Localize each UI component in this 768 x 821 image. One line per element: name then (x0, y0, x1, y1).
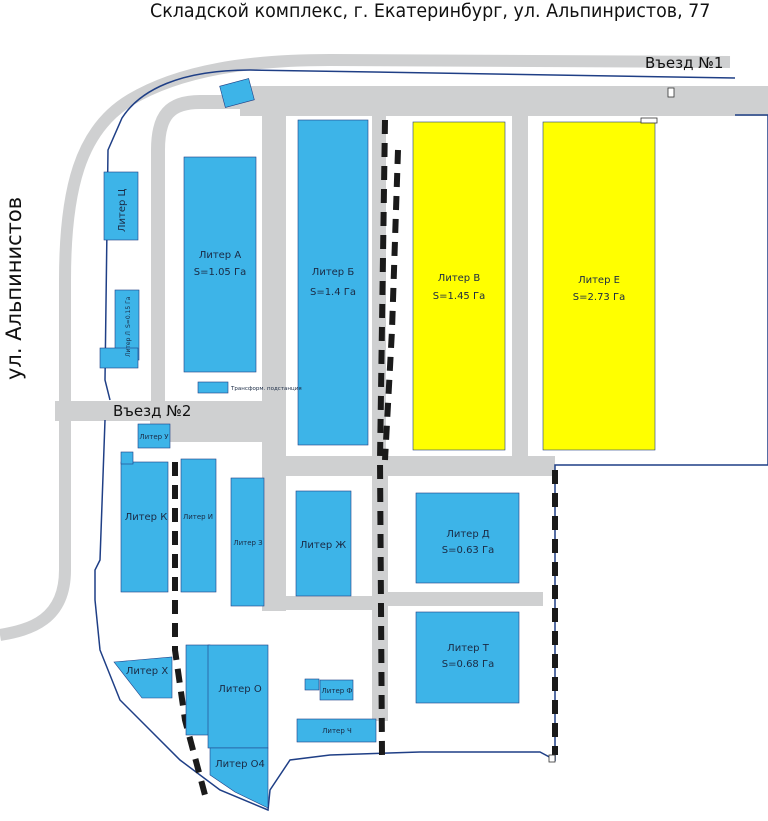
railway-branch (382, 149, 401, 461)
label-lit-z: Литер З (233, 539, 263, 547)
building-lit-e (542, 121, 656, 451)
building-lit-zh (295, 490, 352, 597)
site-boundary (94, 69, 768, 812)
building-lit-ch (296, 718, 377, 743)
entry1-label: Въезд №1 (645, 54, 723, 72)
label-transformer: Трансформ. подстанция (230, 386, 302, 392)
railway-main (376, 119, 388, 756)
building-lit-i (180, 458, 217, 593)
railway-left (172, 462, 208, 796)
label-lit-l-area: S=0.15 Га (125, 296, 132, 328)
building-lit-d (415, 492, 520, 584)
road-h-low2 (388, 592, 543, 606)
label-lit-k: Литер К (125, 512, 168, 523)
label-lit-t: Литер Т (447, 643, 490, 654)
label-lit-e-area: S=2.73 Га (573, 292, 625, 303)
label-lit-a-area: S=1.05 Га (194, 267, 246, 278)
label-lit-d-area: S=0.63 Га (442, 545, 494, 556)
building-lit-t (415, 611, 520, 704)
building-lit-b (297, 119, 369, 446)
railways (172, 119, 558, 796)
gate-marks (548, 87, 675, 763)
road-h-low (270, 596, 380, 610)
road-entry2 (55, 401, 270, 421)
building-lit-o4 (209, 747, 269, 809)
building-labels: Литер Ц Литер Л S=0.15 Га Литер А S=1.05… (117, 188, 625, 770)
entry2-label: Въезд №2 (113, 402, 191, 420)
building-lit-z (230, 477, 265, 607)
label-lit-b: Литер Б (312, 267, 355, 278)
label-lit-b-area: S=1.4 Га (310, 287, 356, 298)
gate-mark-2 (640, 117, 658, 124)
label-lit-l: Литер Л (125, 331, 132, 357)
building-lit-k (120, 461, 169, 593)
building-lit-u (137, 423, 171, 449)
label-lit-ts: Литер Ц (117, 188, 128, 232)
label-lit-ch: Литер Ч (322, 727, 352, 735)
street-road (0, 53, 731, 641)
label-lit-zh: Литер Ж (300, 540, 347, 551)
building-transformer (197, 381, 229, 394)
road-v1 (262, 116, 286, 611)
label-lit-f: Литер Ф (322, 687, 353, 695)
gate-mark-3 (548, 754, 556, 763)
label-lit-i: Литер И (183, 513, 213, 521)
map-title: Складской комплекс, г. Екатеринбург, ул.… (150, 0, 711, 22)
building-lit-o (207, 644, 269, 749)
building-lit-v (412, 121, 506, 451)
label-lit-v: Литер В (438, 273, 481, 284)
building-lit-f-a (304, 678, 320, 691)
building-lit-a (183, 156, 257, 373)
gate-mark-1 (667, 87, 675, 98)
road-h-mid (270, 456, 555, 476)
buildings (99, 78, 656, 809)
road-entry1 (658, 86, 768, 114)
road-top-curve (151, 95, 250, 405)
road-mid (150, 418, 280, 442)
building-lit-k-ext (120, 451, 134, 465)
label-lit-v-area: S=1.45 Га (433, 291, 485, 302)
building-lit-kh (113, 656, 173, 699)
road-v3 (512, 116, 528, 456)
building-lit-o-left (185, 644, 211, 736)
label-lit-t-area: S=0.68 Га (442, 659, 494, 670)
label-lit-u: Литер У (139, 433, 169, 441)
label-lit-a: Литер А (199, 250, 242, 261)
building-lit-ts (103, 171, 139, 241)
label-lit-o4: Литер О4 (215, 759, 265, 770)
building-kiosk (219, 78, 255, 108)
label-lit-kh: Литер Х (126, 666, 169, 677)
building-lit-l-ext (99, 347, 139, 369)
building-lit-f (319, 679, 354, 701)
label-lit-o: Литер О (218, 684, 262, 695)
label-lit-d: Литер Д (446, 529, 490, 540)
roads (0, 53, 768, 721)
label-lit-e: Литер Е (578, 275, 620, 286)
